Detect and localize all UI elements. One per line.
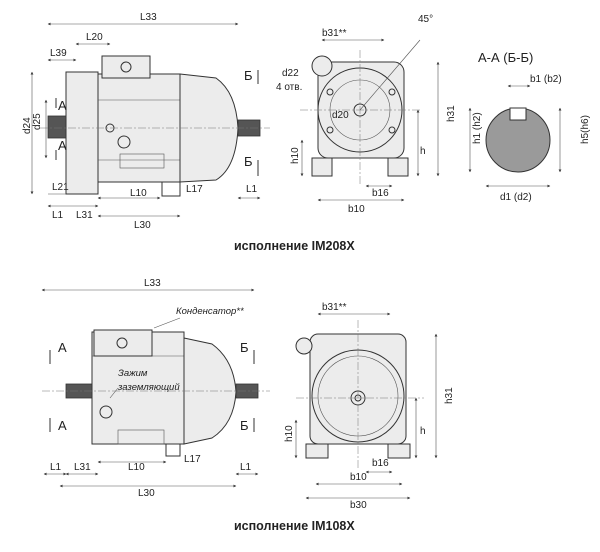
terminal-box-2 [93,329,153,357]
dim-L17: L17 [186,184,203,195]
section-mark-a-bottom: А [58,138,67,153]
section-mark-a-bottom-2: А [58,418,67,433]
dim-h31: h31 [446,105,457,122]
dim-L30: L30 [134,220,151,231]
section-view: А-А (Б-Б) b1 (b2) h1 (h2) h5(h6) d1 (d2) [468,50,591,203]
foot [161,181,181,197]
dim-b16-2: b16 [372,458,389,469]
dim-d24: d24 [22,117,33,134]
section-mark-a-top-2: А [58,340,67,355]
dim-b30-2: b30 [350,500,367,511]
dim-h10: h10 [290,147,301,164]
cable-gland [120,61,132,73]
top-front-view: b31** 45° d22 4 отв. d20 h31 h10 h b16 b… [276,14,457,215]
section-mark-b-top-2: Б [240,340,249,355]
dim-L20: L20 [86,32,103,43]
dim-d25: d25 [32,113,43,130]
dim-b1: b1 (b2) [530,74,562,85]
ground-clamp [117,135,131,149]
mount-hole [388,126,396,134]
section-title: А-А (Б-Б) [478,50,533,65]
top-side-view: L33 L20 L39 d24 d25 А А Б Б L21 L1 L31 L… [22,12,270,231]
foot-2 [165,443,181,457]
section-mark-b-top: Б [244,68,253,83]
dim-angle-45: 45° [418,14,433,25]
front-cable-gland-2 [295,337,313,355]
dim-L17-2: L17 [184,454,201,465]
flange [65,71,99,195]
dim-b31-2: b31** [322,302,347,313]
dim-d22: d22 [282,68,299,79]
dim-h10-2: h10 [284,425,295,442]
bottom-front-view: b31** h31 h10 h b16 b10 b30 [284,302,455,511]
caption-im208x: исполнение IM208X [234,239,355,253]
dim-L21: L21 [52,182,69,193]
caption-im108x: исполнение IM108X [234,519,355,533]
dim-L10-2: L10 [128,462,145,473]
label-clamp-line1: Зажим [118,368,148,379]
dim-b16: b16 [372,188,389,199]
ground-clamp-2 [99,405,113,419]
dim-L1-left-2: L1 [50,462,62,473]
dim-d20: d20 [332,110,349,121]
dim-L31: L31 [76,210,93,221]
dim-L1-left: L1 [52,210,64,221]
mount-hole [326,126,334,134]
dim-L1-right: L1 [246,184,258,195]
left-shaft [47,115,67,139]
dim-d1: d1 (d2) [500,192,532,203]
dim-b10: b10 [348,204,365,215]
dim-h-2: h [420,426,426,437]
dim-L33-2: L33 [144,278,161,289]
dim-L31-2: L31 [74,462,91,473]
dim-h5: h5(h6) [580,115,591,144]
dim-b31: b31** [322,28,347,39]
front-foot-left-2 [305,443,329,459]
dim-L39: L39 [50,48,67,59]
mount-hole [388,88,396,96]
dim-h: h [420,146,426,157]
section-mark-b-bottom-2: Б [240,418,249,433]
dim-L30-2: L30 [138,488,155,499]
terminal-box [101,55,151,79]
dim-L1-right-2: L1 [240,462,252,473]
bottom-side-view: L33 Конденсатор** Зажим заземляющий А А … [41,278,270,499]
cable-gland-2 [116,337,128,349]
front-foot-left [311,157,333,177]
dim-L33: L33 [140,12,157,23]
nameplate-2 [117,429,165,445]
dim-L10: L10 [130,188,147,199]
dim-h1: h1 (h2) [472,112,483,144]
section-mark-b-bottom: Б [244,154,253,169]
front-foot-right-2 [387,443,411,459]
front-cable-gland [311,55,333,77]
section-mark-a-top: А [58,98,67,113]
dim-holes: 4 отв. [276,82,302,93]
dim-b10-2: b10 [350,472,367,483]
label-clamp-line2: заземляющий [117,382,180,393]
front-foot-right [387,157,409,177]
nameplate [119,153,165,169]
dim-h31-2: h31 [444,387,455,404]
keyway [509,107,527,121]
mount-hole [326,88,334,96]
label-capacitor: Конденсатор** [176,306,244,317]
